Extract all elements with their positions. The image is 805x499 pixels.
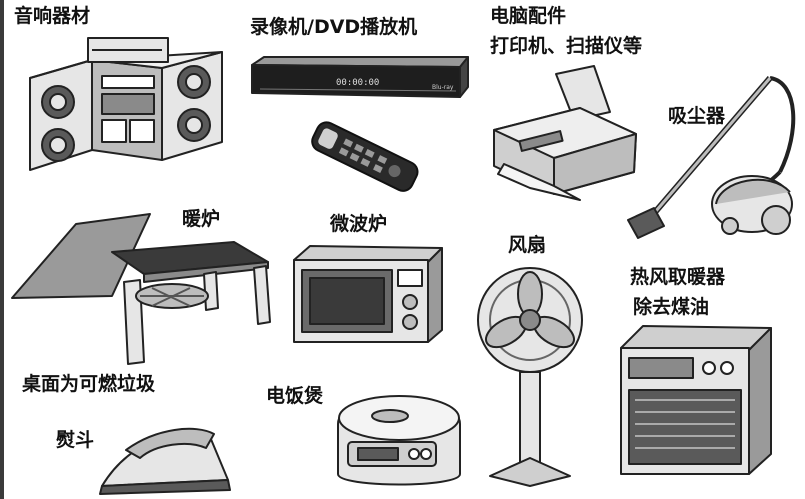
label-microwave: 微波炉 (330, 213, 388, 235)
label-audio: 音响器材 (14, 5, 91, 27)
kotatsu-tabletop-icon (11, 213, 151, 299)
label-heater-sub: 除去煤油 (633, 296, 710, 318)
stereo-system-icon (22, 30, 230, 198)
label-recorder: 录像机/DVD播放机 (250, 16, 418, 38)
dvd-player-icon: 00:00:00 Blu-ray (250, 55, 472, 195)
left-border (0, 0, 4, 499)
dvd-brand-text: Blu-ray (432, 84, 454, 91)
label-kotatsu: 暖炉 (182, 208, 221, 230)
label-iron: 熨斗 (56, 429, 95, 451)
kotatsu-table-icon (4, 212, 279, 372)
iron-icon (96, 420, 236, 496)
microwave-icon (290, 242, 446, 346)
label-fan: 风扇 (508, 234, 547, 256)
label-pc-parts: 电脑配件 (490, 5, 567, 27)
rice-cooker-icon (330, 378, 468, 490)
label-pc-parts-sub: 打印机、扫描仪等 (490, 35, 643, 57)
label-heater: 热风取暖器 (630, 266, 726, 288)
printer-icon (484, 62, 644, 202)
electric-fan-icon (474, 262, 586, 488)
label-rice-cooker: 电饭煲 (266, 385, 324, 407)
kerosene-heater-icon (617, 318, 775, 478)
label-kotatsu-top: 桌面为可燃垃圾 (22, 373, 156, 395)
dvd-display-text: 00:00:00 (336, 78, 379, 88)
vacuum-cleaner-icon (620, 72, 804, 252)
remote-control-icon (311, 121, 419, 192)
label-vacuum: 吸尘器 (668, 105, 726, 127)
